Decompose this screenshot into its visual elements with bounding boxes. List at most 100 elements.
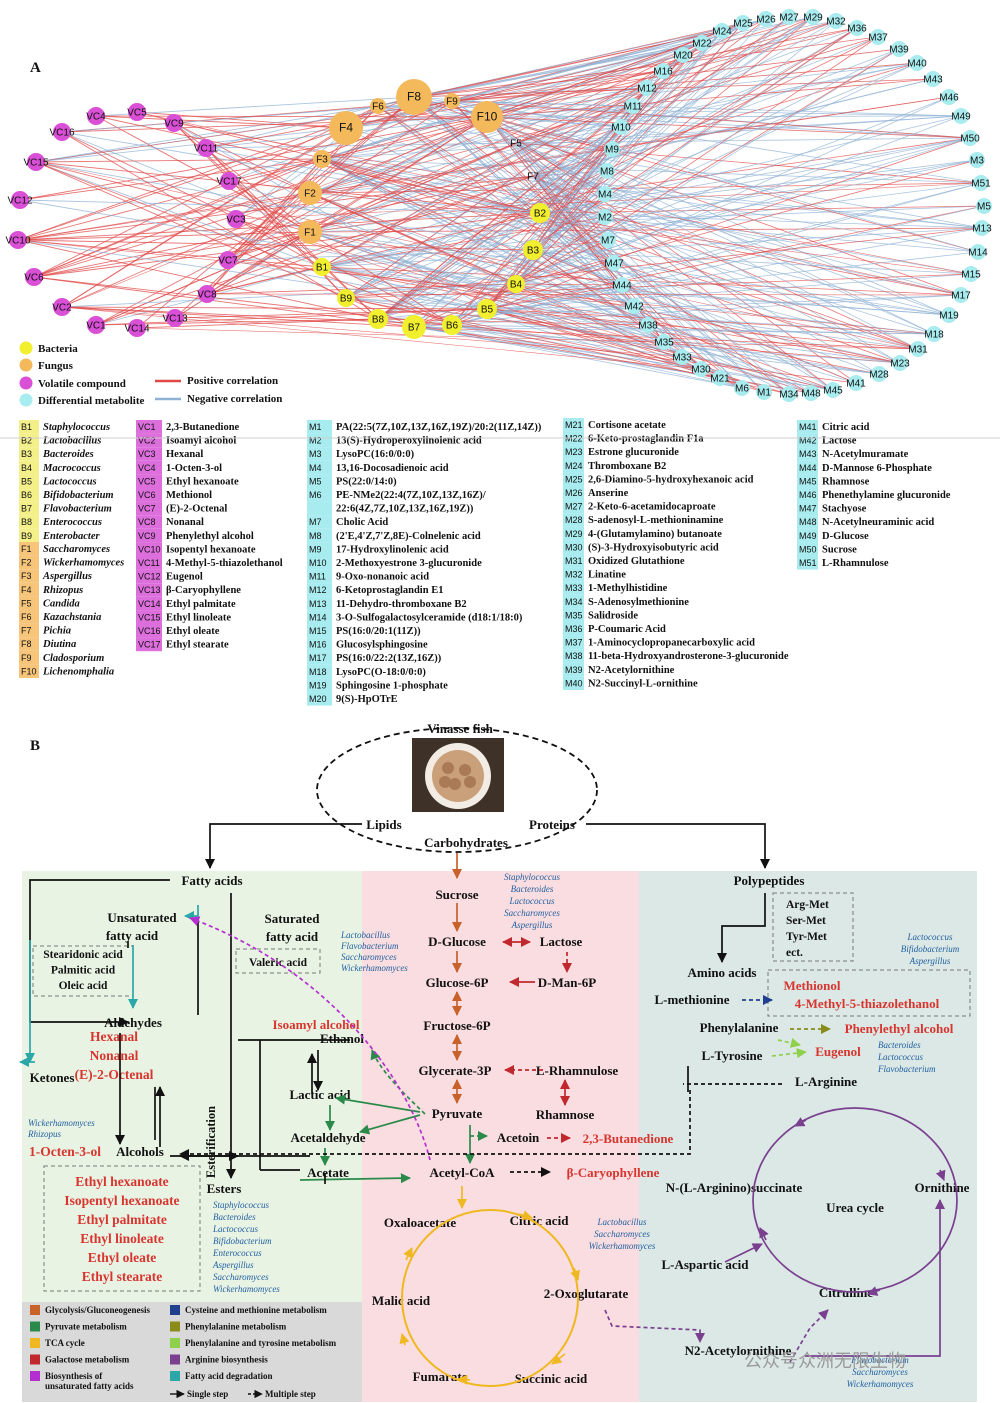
acetate-label: Acetate (307, 1165, 349, 1180)
node-label: VC12 (7, 196, 32, 207)
key-code: VC4 (138, 463, 156, 473)
key-code: M16 (309, 640, 327, 650)
correlation-edge (61, 306, 683, 358)
fungus-node-circle (313, 150, 331, 168)
node-m18: M18 (924, 326, 944, 342)
node-label: M49 (951, 112, 971, 123)
node-m15: M15 (961, 266, 981, 282)
fungus-node-circle (396, 79, 432, 115)
key-code: M25 (565, 474, 583, 484)
node-f8: F8 (396, 79, 432, 115)
correlation-edge (321, 115, 962, 268)
key-code-cell (19, 420, 39, 434)
node-label: M25 (733, 19, 753, 30)
node-label: M13 (972, 224, 992, 235)
correlation-edge (321, 158, 962, 296)
vinasse-fish-ellipse (316, 727, 598, 853)
volatile-node-circle (219, 251, 237, 269)
correlation-edge (309, 227, 983, 233)
vinasse-fish-title: Vinasse fish (427, 721, 493, 736)
key-code: M21 (565, 420, 583, 430)
node-label: F4 (339, 121, 353, 135)
key-code-cell (307, 474, 332, 488)
node-vc11: VC11 (194, 139, 219, 157)
node-label: M23 (890, 359, 910, 370)
correlation-edge (451, 182, 982, 326)
correlation-edge (309, 27, 858, 233)
node-label: F1 (304, 228, 316, 239)
node-label: M47 (604, 259, 624, 270)
fungus-node-circle (298, 220, 322, 244)
key-code-cell (19, 460, 39, 475)
key-code-cell (797, 474, 818, 488)
correlation-edge (321, 158, 919, 350)
fatty-acids-label: Fatty acids (181, 873, 242, 888)
node-m38: M38 (638, 317, 658, 333)
acetoin-label: Acetoin (497, 1130, 540, 1145)
correlation-edge (173, 122, 972, 275)
node-vc5: VC5 (127, 103, 147, 121)
microbe-label: Staphylococcus (504, 872, 560, 882)
acetaldehyde-label: Acetaldehyde (290, 1130, 365, 1145)
metabolite-node-circle (849, 20, 865, 36)
protein-region (639, 871, 977, 1402)
node-label: M51 (971, 179, 991, 190)
key-name: N2-Succinyl-L-ornithine (588, 678, 698, 689)
metabolite-node-circle (891, 41, 907, 57)
node-m17: M17 (951, 287, 971, 303)
key-code-cell (563, 554, 584, 568)
peptides-box (772, 892, 854, 962)
key-code: M37 (565, 638, 583, 648)
key-name: Rhamnose (822, 476, 870, 487)
multiple-step-label: Multiple step (265, 1389, 316, 1399)
sulfur-compounds-box (767, 969, 971, 1017)
node-b6: B6 (442, 315, 462, 335)
node-m4: M4 (597, 186, 613, 202)
metabolite-node-circle (925, 71, 941, 87)
microbe-label: Bacteroides (511, 884, 554, 894)
metabolite-node-circle (640, 317, 656, 333)
key-code-cell (136, 542, 162, 556)
volatile-legend-swatch (19, 376, 33, 390)
node-m30: M30 (691, 361, 711, 377)
peptide-item: Arg-Met (786, 899, 829, 911)
node-vc6: VC6 (24, 268, 44, 286)
correlation-edge (321, 266, 743, 389)
correlation-edge (206, 212, 541, 295)
key-code-cell (563, 581, 584, 595)
bacteria-node-circle (477, 299, 497, 319)
node-label: VC3 (226, 215, 246, 226)
key-name: Thromboxane B2 (588, 461, 666, 472)
node-label: VC13 (162, 314, 187, 325)
correlation-edge (321, 158, 812, 394)
key-name: Rhizopus (42, 585, 83, 596)
node-label: M41 (846, 379, 866, 390)
node-vc8: VC8 (197, 285, 217, 303)
metabolite-node-circle (953, 287, 969, 303)
correlation-edge (413, 27, 858, 328)
isoamyl-label: Isoamyl alcohol (272, 1017, 359, 1032)
pathway-connector (183, 905, 199, 922)
key-code-cell (136, 596, 162, 611)
key-code: M22 (565, 434, 583, 444)
node-m29: M29 (803, 9, 823, 25)
correlation-edge (33, 231, 311, 278)
key-code-cell (307, 664, 332, 679)
correlation-edge (136, 327, 919, 350)
key-name: Saccharomyces (43, 544, 110, 555)
ester-compound: Ethyl hexanoate (75, 1174, 168, 1189)
key-code-cell (797, 528, 818, 543)
metabolite-node-circle (674, 349, 690, 365)
node-label: M2 (598, 213, 612, 224)
key-code: VC10 (138, 544, 161, 554)
node-label: B4 (510, 280, 523, 291)
microbe-label: Saccharomyces (213, 1272, 269, 1282)
key-code-cell (19, 501, 39, 516)
pathway-legend-swatch (170, 1354, 180, 1365)
key-name: PS(16:0/20:1(11Z)) (336, 626, 421, 637)
node-m27: M27 (779, 9, 799, 25)
metabolite-node-circle (694, 35, 710, 51)
key-code-cell (563, 486, 584, 500)
key-name: Linatine (588, 570, 626, 581)
